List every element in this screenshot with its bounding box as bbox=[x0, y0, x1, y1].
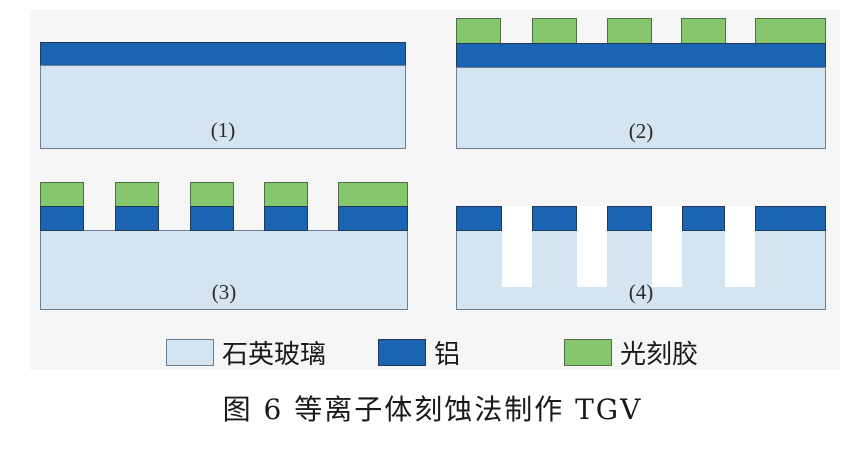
photoresist-block bbox=[681, 18, 726, 44]
aluminum-layer bbox=[40, 42, 406, 66]
panel-step-1: (1) bbox=[40, 42, 406, 149]
legend-label-aluminum: 铝 bbox=[434, 340, 461, 370]
panel-step-3: (3) bbox=[40, 182, 408, 310]
aluminum-block bbox=[338, 206, 408, 231]
step-label-3: (3) bbox=[211, 280, 237, 304]
legend-label-photoresist: 光刻胶 bbox=[620, 340, 699, 370]
aluminum-block bbox=[755, 206, 826, 231]
step-label-1: (1) bbox=[210, 118, 236, 142]
legend-swatch-quartz-glass bbox=[166, 339, 214, 366]
photoresist-block bbox=[115, 182, 159, 207]
photoresist-block bbox=[40, 182, 84, 207]
photoresist-block bbox=[456, 18, 501, 44]
legend-label-quartz-glass: 石英玻璃 bbox=[222, 340, 327, 370]
aluminum-block bbox=[532, 206, 577, 231]
aluminum-block bbox=[264, 206, 308, 231]
aluminum-layer bbox=[456, 43, 826, 68]
step-label-4: (4) bbox=[628, 280, 654, 304]
legend-item-aluminum: 铝 bbox=[378, 334, 460, 371]
through-glass-via bbox=[652, 206, 682, 287]
aluminum-block bbox=[115, 206, 159, 231]
panel-step-4: (4) bbox=[456, 206, 826, 310]
step-label-2: (2) bbox=[628, 119, 654, 143]
aluminum-block bbox=[607, 206, 652, 231]
aluminum-block bbox=[40, 206, 84, 231]
aluminum-block bbox=[682, 206, 725, 231]
through-glass-via bbox=[502, 206, 532, 287]
legend-item-photoresist: 光刻胶 bbox=[564, 334, 698, 371]
through-glass-via bbox=[577, 206, 607, 287]
aluminum-block bbox=[456, 206, 502, 231]
figure-caption: 图 6 等离子体刻蚀法制作 TGV bbox=[222, 393, 643, 426]
photoresist-block bbox=[190, 182, 234, 207]
aluminum-block bbox=[190, 206, 234, 231]
panel-step-2: (2) bbox=[456, 18, 826, 149]
photoresist-block bbox=[532, 18, 577, 44]
photoresist-block bbox=[607, 18, 652, 44]
photoresist-block bbox=[755, 18, 826, 44]
legend-item-quartz-glass: 石英玻璃 bbox=[166, 334, 326, 371]
photoresist-block bbox=[338, 182, 408, 207]
quartz-glass-substrate bbox=[40, 65, 406, 149]
photoresist-block bbox=[264, 182, 308, 207]
legend-swatch-photoresist bbox=[564, 339, 612, 366]
quartz-glass-substrate bbox=[40, 230, 408, 310]
through-glass-via bbox=[725, 206, 755, 287]
quartz-glass-substrate bbox=[456, 67, 826, 149]
legend-swatch-aluminum bbox=[378, 339, 426, 366]
